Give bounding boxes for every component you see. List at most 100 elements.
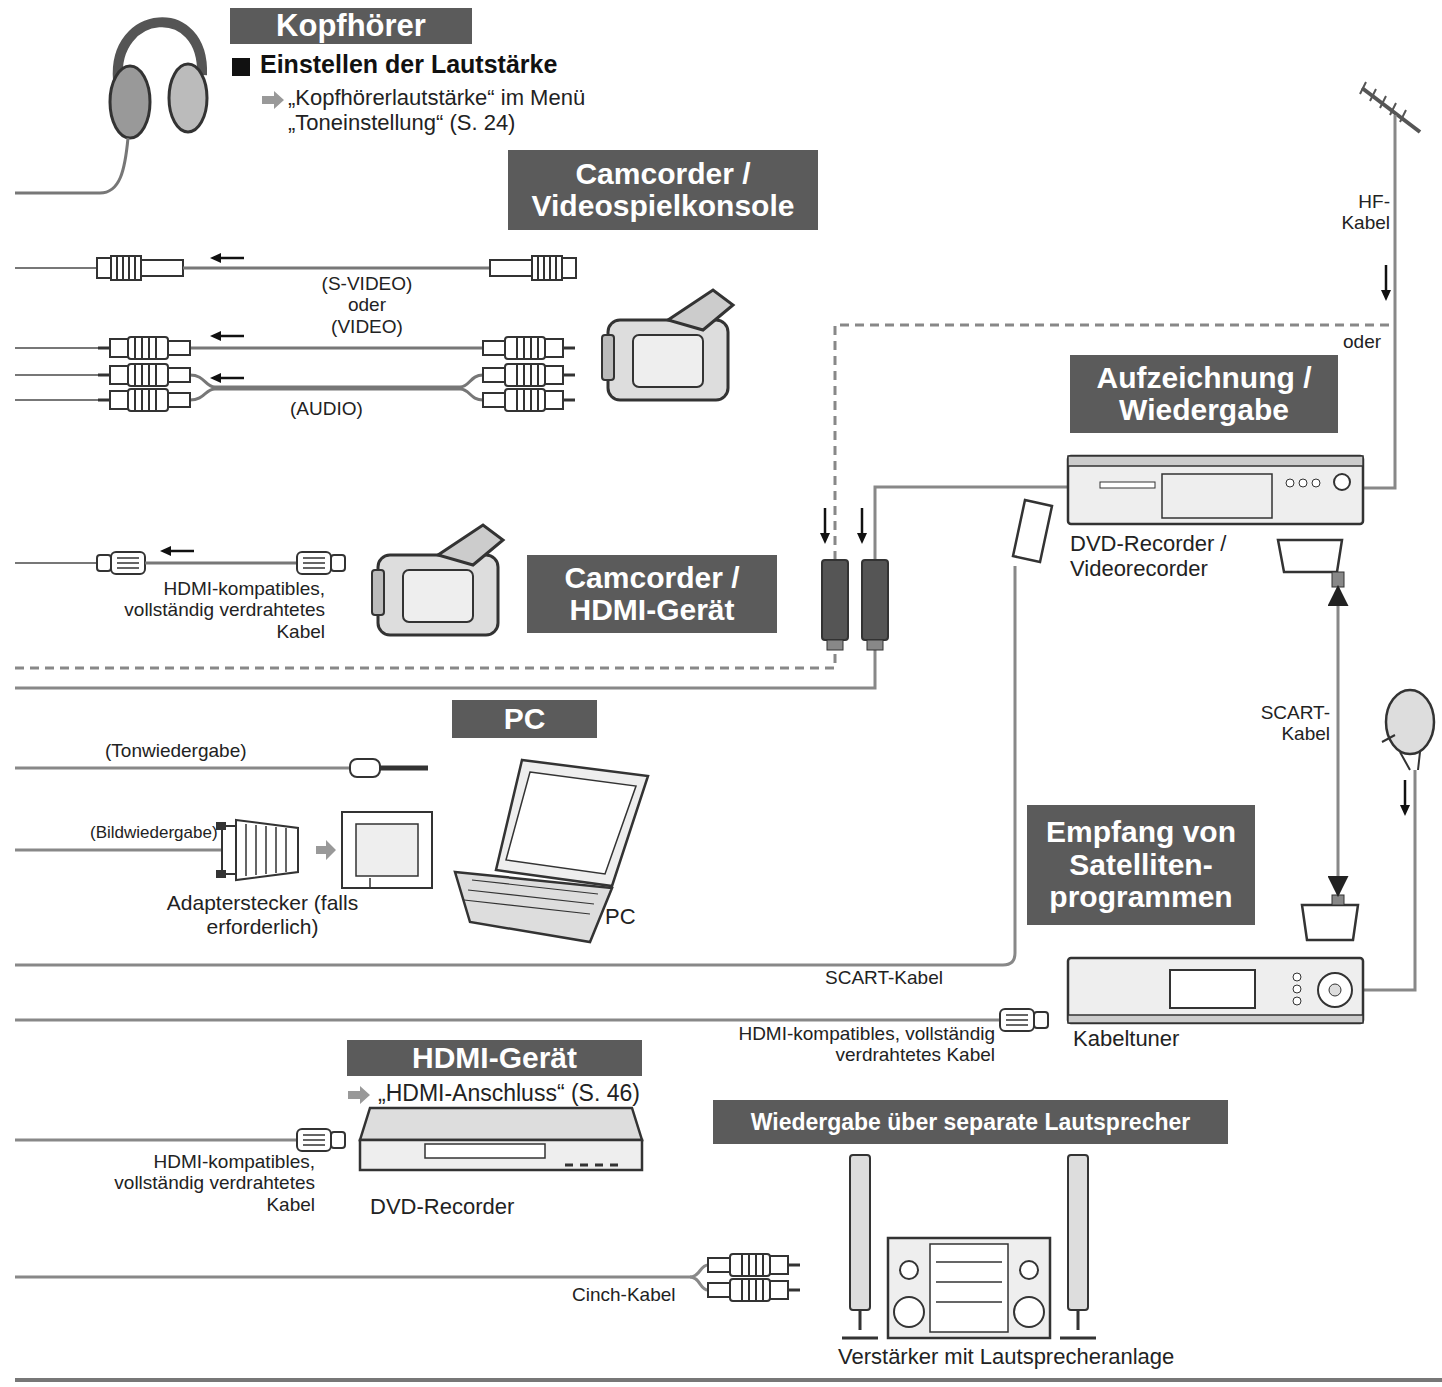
reference-arrow xyxy=(348,1086,370,1104)
button xyxy=(1293,985,1301,993)
device-label: Kabeltuner xyxy=(1073,1027,1273,1052)
recorder-body xyxy=(1068,456,1363,524)
cable xyxy=(15,374,98,376)
cable xyxy=(183,267,490,270)
cable xyxy=(690,1265,708,1277)
rca-plug xyxy=(98,337,190,359)
speaker-stand xyxy=(842,1310,878,1338)
cable xyxy=(15,347,98,349)
band-title: HDMI-Gerät xyxy=(412,1042,577,1074)
annotation-label: PC xyxy=(605,905,636,930)
band-title: Aufzeichnung / Wiedergabe xyxy=(1076,362,1332,427)
speaker-cone xyxy=(1014,1297,1044,1327)
front-panel xyxy=(1162,474,1272,518)
recorder-body xyxy=(360,1140,642,1170)
button xyxy=(1286,479,1294,487)
title-band: PC xyxy=(452,700,597,738)
optional-cable xyxy=(15,648,835,668)
annotation-label: (AUDIO) xyxy=(290,398,363,419)
band-title: Kopfhörer xyxy=(276,9,426,42)
annotation-label: HDMI-kompatibles, vollständig verdrahtet… xyxy=(720,1023,995,1066)
vga-screw xyxy=(216,870,226,878)
rf-cable xyxy=(1362,115,1395,488)
jack-plug xyxy=(350,759,380,777)
s-video-plug xyxy=(490,256,576,280)
title-band: Kopfhörer xyxy=(230,8,472,44)
title-band: Camcorder / Videospielkonsole xyxy=(508,150,818,230)
cable xyxy=(15,562,97,564)
sat-cable xyxy=(1363,770,1415,990)
band-title: PC xyxy=(504,703,546,735)
amplifier-panel xyxy=(936,1262,1002,1302)
scart-cable xyxy=(15,566,1015,965)
amplifier-illustration xyxy=(842,1155,1096,1338)
laptop-illustration xyxy=(455,760,648,942)
keyboard xyxy=(464,880,598,914)
speaker-stand xyxy=(1060,1310,1096,1338)
direction-arrow xyxy=(1400,780,1410,816)
connector-label: SCART- Kabel xyxy=(1248,702,1330,745)
hdmi-plug xyxy=(297,1129,345,1151)
dvd-recorder-illustration xyxy=(360,1108,642,1170)
audio-cable xyxy=(15,767,350,770)
camcorder-illustration xyxy=(602,290,733,400)
jack-pin xyxy=(380,766,428,771)
laptop-screen xyxy=(496,760,648,886)
rca-plug xyxy=(483,389,575,411)
annotation-label: (Bildwiedergabe) xyxy=(90,823,218,842)
device-label: DVD-Recorder / Videorecorder xyxy=(1070,532,1270,581)
hdmi-plug xyxy=(867,640,883,650)
satellite-dish-illustration xyxy=(1363,690,1434,990)
annotation-label: oder xyxy=(1343,331,1381,352)
cable xyxy=(15,399,98,401)
band-title: Camcorder / Videospielkonsole xyxy=(514,158,812,223)
adapter-plug xyxy=(342,812,432,888)
annotation-label: „Kopfhörerlautstärke“ im Menü „Toneinste… xyxy=(288,86,668,135)
control-pad xyxy=(1329,984,1341,996)
adapter-plug xyxy=(356,824,418,876)
hdmi-plug xyxy=(822,560,848,640)
laptop-base xyxy=(455,872,612,942)
direction-arrow xyxy=(820,508,830,544)
title-band: Empfang von Satelliten- programmen xyxy=(1027,805,1255,925)
recorder-top xyxy=(360,1108,642,1140)
disc-tray xyxy=(425,1144,545,1158)
speaker-cone xyxy=(894,1297,924,1327)
rca-plug xyxy=(708,1279,800,1301)
amplifier-panel xyxy=(930,1244,1008,1332)
direction-arrow xyxy=(210,331,244,341)
vga-plug xyxy=(222,826,236,874)
amplifier-body xyxy=(888,1238,1050,1338)
cable xyxy=(15,1139,297,1142)
annotation-label: Einstellen der Lautstärke xyxy=(260,50,557,78)
title-band: Camcorder / HDMI-Gerät xyxy=(527,555,777,633)
vga-plug xyxy=(236,820,298,880)
button xyxy=(1299,479,1307,487)
headphone-cable xyxy=(15,138,128,193)
annotation-label: HDMI-kompatibles, vollständig verdrahtet… xyxy=(85,1151,315,1215)
cable-tuner-illustration xyxy=(1068,958,1363,1023)
rca-plug xyxy=(98,389,190,411)
camcorder-illustration xyxy=(372,525,503,635)
recorder-top xyxy=(1068,456,1363,466)
button xyxy=(1293,997,1301,1005)
button xyxy=(1293,973,1301,981)
cable xyxy=(15,648,875,688)
control-pad xyxy=(1318,973,1352,1007)
cable xyxy=(15,1019,1000,1022)
direction-arrow xyxy=(857,508,867,544)
annotation-label: (Tonwiedergabe) xyxy=(105,740,247,761)
optional-cable xyxy=(835,325,1395,560)
annotation-label: Adapterstecker (falls erforderlich) xyxy=(165,891,360,938)
speaker xyxy=(1068,1155,1088,1310)
vga-cable xyxy=(15,849,222,852)
hdmi-plug xyxy=(297,552,345,574)
button xyxy=(565,1164,618,1167)
antenna-elements xyxy=(1360,82,1406,122)
laptop-screen xyxy=(506,772,636,874)
direction-arrow xyxy=(210,373,244,383)
vga-plug xyxy=(246,824,286,876)
cable xyxy=(15,267,97,269)
direction-arrow xyxy=(210,253,244,263)
